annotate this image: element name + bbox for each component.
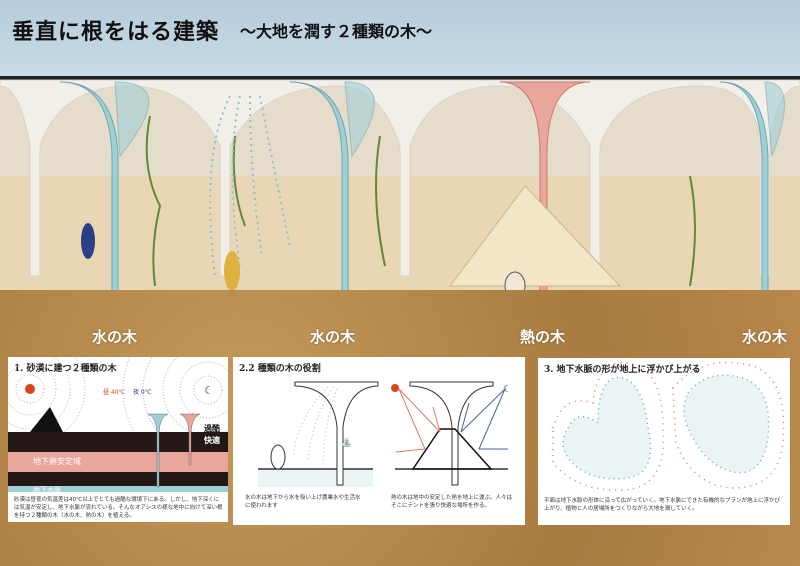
sun-icon [391, 384, 399, 392]
water-tree-label: 水の木 [742, 328, 788, 346]
water-tree-label: 水の木 [92, 328, 138, 346]
page-title: 垂直に根をはる建築 [12, 19, 220, 45]
arcade-scene-illustration [0, 76, 800, 296]
panel-desert-two-trees: 1. 砂漠に建つ２種類の木 ☾ 昼 40℃ 夜 0℃ 過酷 快適 地下熱安定域 … [8, 357, 228, 522]
harsh-label: 過酷 [204, 424, 220, 433]
panel-title: 3. 地下水脈の形が地上に浮かび上がる [544, 365, 701, 375]
panel-water-vein-plan: 3. 地下水脈の形が地上に浮かび上がる 平面は地下水脈の形体に沿って広がっていく… [538, 358, 790, 525]
water-tree-column [59, 81, 785, 296]
tree-roles-diagram: ⛲ ☾ [258, 381, 512, 487]
water-tree-label: 水の木 [310, 328, 356, 346]
moon-icon: ☾ [204, 384, 214, 397]
farmer-figure [270, 444, 286, 470]
water-tree-description: 水の木は地下から水を吸い上げ農業水や生活水に使われます [245, 495, 361, 509]
night-temp-label: 夜 0℃ [133, 389, 152, 396]
panel-title: 2.2 種類の木の役割 [239, 364, 321, 374]
heat-zone-label: 地下熱安定域 [33, 457, 81, 466]
water-vein-plan-diagram [552, 361, 785, 491]
heat-tree-description: 熱の木は地中の安定した熱を地上に運ぶ。人々はそこにテントを張り快適な場所を作る。 [391, 495, 513, 509]
comfort-label: 快適 [204, 436, 220, 445]
day-temp-label: 昼 40℃ [103, 389, 126, 396]
panel-description: 砂漠は昼夜の気温差は40℃以上でとても過酷な環境下にある。しかし、地下深くには気… [14, 497, 223, 519]
heat-tree-column [499, 81, 591, 296]
desert-section-diagram: ☾ [8, 357, 228, 492]
heat-tree-label: 熱の木 [520, 328, 566, 346]
sun-icon [25, 384, 35, 394]
sky-background [0, 0, 800, 80]
panel-tree-roles: 2.2 種類の木の役割 ⛲ ☾ 水の木は地下から水を吸い上げ農業水や生活水に使わ… [233, 357, 525, 525]
moon-icon: ☾ [503, 384, 512, 395]
tent [449, 185, 622, 287]
panel-description: 平面は地下水脈の形体に沿って広がっていく。地下水脈にできた有機的なプランが地上に… [544, 498, 780, 512]
panel-title: 1. 砂漠に建つ２種類の木 [14, 364, 117, 374]
faucet-icon: ⛲ [341, 436, 352, 448]
water-vein-label: 地下水脈 [33, 486, 61, 494]
page-subtitle: 〜大地を潤す２種類の木〜 [240, 22, 433, 41]
